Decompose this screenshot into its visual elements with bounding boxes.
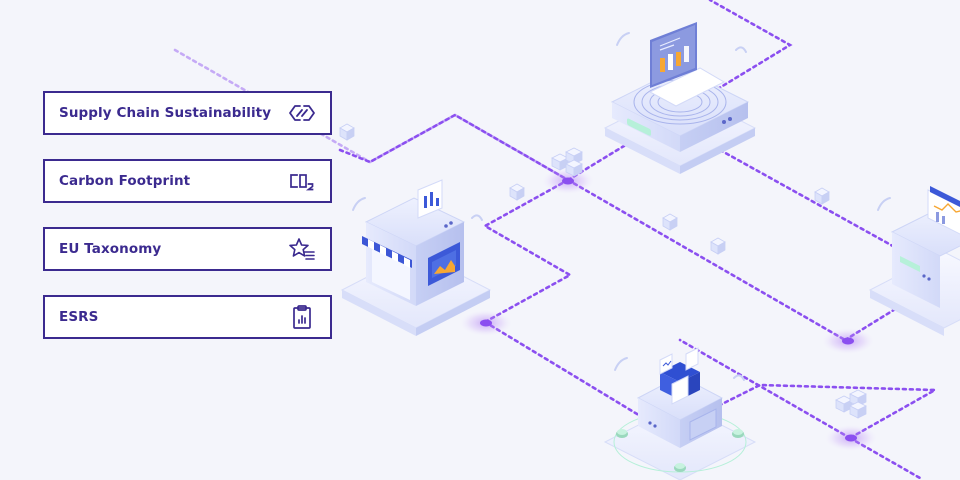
floating-cubes [339, 123, 867, 419]
co2-icon [288, 167, 316, 195]
chain-link-icon [288, 99, 316, 127]
storefront-device-icon [340, 179, 492, 336]
decor-flourishes [352, 32, 891, 381]
clipboard-chart-icon [288, 303, 316, 331]
analytics-device-icon [868, 186, 960, 336]
nav-item-carbon-footprint[interactable]: Carbon Footprint [43, 159, 332, 203]
dashboard-device-icon [603, 22, 757, 174]
connector-nodes [460, 168, 877, 451]
nav-list: Supply Chain Sustainability Carbon Footp… [43, 91, 332, 363]
nav-item-eu-taxonomy[interactable]: EU Taxonomy [43, 227, 332, 271]
nav-item-label: EU Taxonomy [59, 241, 162, 257]
nav-item-label: Carbon Footprint [59, 173, 191, 189]
connector-lines [173, 0, 940, 480]
nav-item-label: Supply Chain Sustainability [59, 105, 272, 121]
nav-item-esrs[interactable]: ESRS [43, 295, 332, 339]
factory-device-icon [603, 347, 757, 480]
star-list-icon [288, 235, 316, 263]
nav-item-label: ESRS [59, 309, 99, 325]
nav-item-supply-chain[interactable]: Supply Chain Sustainability [43, 91, 332, 135]
